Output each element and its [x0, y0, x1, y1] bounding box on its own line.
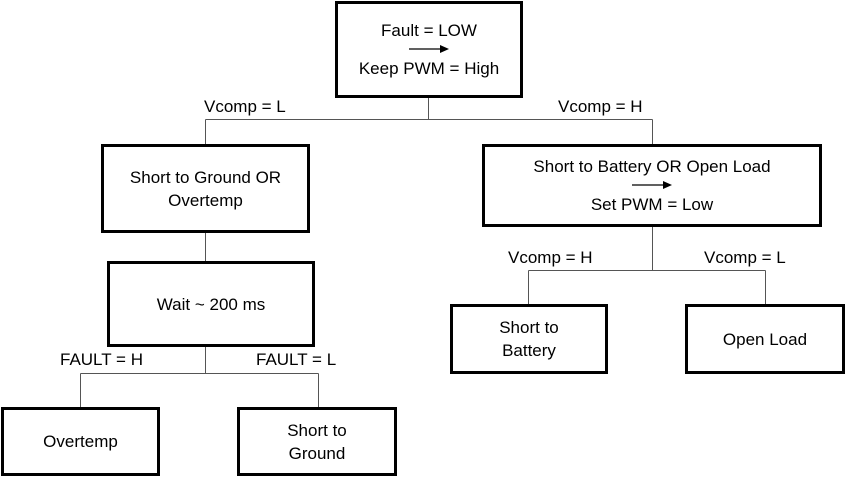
node-text-line2: Battery [502, 341, 556, 360]
node-text: Overtemp [43, 432, 118, 451]
root-node: Fault = LOW Keep PWM = High [335, 1, 523, 98]
node-text-line1: Short to [287, 420, 347, 440]
node-text-line1: Short to [499, 318, 559, 337]
node-text-line1: Short to Ground OR [129, 167, 282, 187]
node-text: Wait ~ 200 ms [156, 294, 266, 314]
node-text-line2: Set PWM = Low [590, 195, 714, 214]
edge-label-fault-l: FAULT = L [256, 350, 337, 369]
right-mid-connector [528, 227, 766, 304]
root-connector [205, 98, 653, 144]
root-node-condition: Fault = LOW [381, 21, 477, 40]
open-load-node: Open Load [685, 304, 845, 374]
short-to-battery-or-open-load-node: Short to Battery OR Open Load Set PWM = … [482, 144, 822, 227]
edge-label-vcomp-h: Vcomp = H [558, 97, 643, 116]
edge-label-vcomp-h: Vcomp = H [508, 248, 593, 267]
node-text-line2: Ground [288, 443, 346, 463]
root-node-action: Keep PWM = High [358, 59, 500, 78]
wait-connector [80, 347, 319, 407]
edge-label-fault-h: FAULT = H [60, 350, 143, 369]
wait-node: Wait ~ 200 ms [107, 261, 315, 347]
short-to-battery-node: Short to Battery [450, 304, 608, 374]
edge-label-vcomp-l: Vcomp = L [704, 248, 786, 267]
right-arrow-icon [632, 181, 672, 189]
short-to-ground-node: Short to Ground [237, 407, 397, 476]
node-text-line1: Short to Battery OR Open Load [533, 157, 771, 176]
short-to-ground-or-overtemp-node: Short to Ground OR Overtemp [101, 144, 310, 233]
node-text-line2: Overtemp [168, 190, 243, 210]
edge-label-vcomp-l: Vcomp = L [204, 97, 286, 116]
right-arrow-icon [409, 45, 449, 53]
overtemp-node: Overtemp [1, 407, 160, 476]
node-text: Open Load [722, 329, 808, 349]
